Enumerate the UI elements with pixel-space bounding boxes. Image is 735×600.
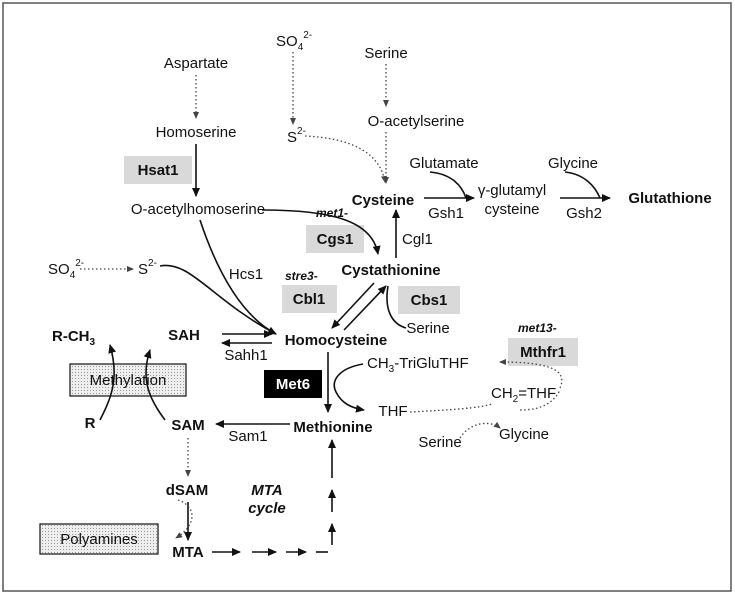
metabolite-homoserine: Homoserine	[156, 124, 237, 141]
diagram-frame	[2, 2, 732, 592]
metabolite-glycine-bottom: Glycine	[499, 426, 549, 443]
cbl1-box	[282, 285, 337, 313]
metabolite-sah: SAH	[168, 327, 200, 344]
mta-cycle-label-line1: MTA	[251, 482, 282, 499]
metabolite-r: R	[85, 415, 96, 432]
enzyme-hsat1: Hsat1	[138, 162, 179, 179]
metabolite-sam: SAM	[171, 417, 204, 434]
metabolite-cystathionine: Cystathionine	[341, 262, 440, 279]
enzyme-mthfr1: Mthfr1	[520, 344, 566, 361]
metabolite-r-ch3: R-CH3	[52, 328, 96, 348]
metabolite-thf: THF	[378, 403, 407, 420]
cgs1-box	[306, 225, 364, 253]
arrow-oacetylhomoserine-cystathionine	[261, 209, 381, 255]
metabolite-glycine-top: Glycine	[548, 155, 598, 172]
metabolite-gamma-glutamyl-cysteine: cysteine	[484, 201, 539, 218]
metabolite-serine-bottom: Serine	[418, 434, 461, 451]
metabolite-dsam: dSAM	[166, 482, 209, 499]
enzyme-sam1: Sam1	[228, 428, 267, 445]
hsat1-box	[124, 156, 192, 184]
metabolite-sulfate-top: SO42-	[276, 30, 312, 53]
metabolite-o-acetylhomoserine: O-acetylhomoserine	[131, 201, 265, 218]
arrow-glycine-curve	[519, 389, 561, 411]
arrow-thf-line	[409, 403, 493, 413]
metabolite-mta: MTA	[172, 544, 204, 561]
arrow-serine-glycine	[459, 421, 501, 439]
metabolite-homocysteine: Homocysteine	[285, 332, 388, 349]
metabolite-methyl-trigluthf: CH3-TriGluTHF	[367, 355, 469, 375]
arrow-glutamate-input	[429, 171, 467, 199]
methylation-label: Methylation	[90, 372, 167, 389]
arrow-sulfide-homocysteine	[159, 264, 277, 335]
enzyme-met6: Met6	[276, 376, 310, 393]
enzyme-cbl1: Cbl1	[293, 291, 326, 308]
arrow-dsam-polyamines	[175, 499, 193, 539]
metabolite-serine-mid: Serine	[406, 320, 449, 337]
metabolite-gamma-glutamyl: γ-glutamyl	[478, 182, 546, 199]
arrow-methylenethf-methylthf	[499, 359, 563, 389]
mutant-met1: met1-	[316, 206, 348, 220]
arrow-glycine-input	[564, 171, 601, 199]
metabolite-serine-top: Serine	[364, 45, 407, 62]
enzyme-cbs1: Cbs1	[411, 292, 448, 309]
metabolite-o-acetylserine: O-acetylserine	[368, 113, 465, 130]
arrow-oacetylhomoserine-homocysteine	[199, 219, 277, 335]
metabolite-methylene-thf: CH2=THF	[491, 385, 556, 405]
methylation-box	[69, 363, 187, 397]
mutant-met13: met13-	[518, 321, 557, 335]
cbs1-box	[398, 286, 460, 314]
met6-box	[264, 370, 322, 398]
arrow-r-rch3	[99, 344, 117, 421]
polyamines-label: Polyamines	[60, 531, 138, 548]
metabolite-glutamate: Glutamate	[409, 155, 478, 172]
enzyme-cgl1: Cgl1	[402, 231, 433, 248]
enzyme-cgs1: Cgs1	[317, 231, 354, 248]
arrow-serine-cystathionine	[386, 285, 407, 329]
arrow-methyltrigluthf-thf	[333, 363, 365, 413]
arrow-homocysteine-cystathionine	[343, 285, 387, 331]
enzyme-gsh2: Gsh2	[566, 205, 602, 222]
arrow-sulfide-cysteine	[304, 135, 387, 183]
enzyme-hcs1: Hcs1	[229, 266, 263, 283]
metabolite-cysteine: Cysteine	[352, 192, 415, 209]
mta-cycle-label-line2: cycle	[248, 500, 286, 517]
arrow-sam-sah	[143, 349, 166, 421]
mutant-stre3: stre3-	[285, 269, 318, 283]
metabolite-glutathione: Glutathione	[628, 190, 711, 207]
metabolite-sulfate-left: SO42-	[48, 258, 84, 281]
mthfr1-box	[508, 338, 578, 366]
metabolite-methionine: Methionine	[293, 419, 372, 436]
enzyme-sahh1: Sahh1	[224, 347, 267, 364]
metabolite-sulfide-top: S2-	[287, 126, 306, 146]
metabolite-aspartate: Aspartate	[164, 55, 228, 72]
polyamines-box	[39, 523, 159, 555]
metabolite-sulfide-left: S2-	[138, 258, 157, 278]
arrow-cystathionine-homocysteine	[331, 282, 375, 329]
enzyme-gsh1: Gsh1	[428, 205, 464, 222]
